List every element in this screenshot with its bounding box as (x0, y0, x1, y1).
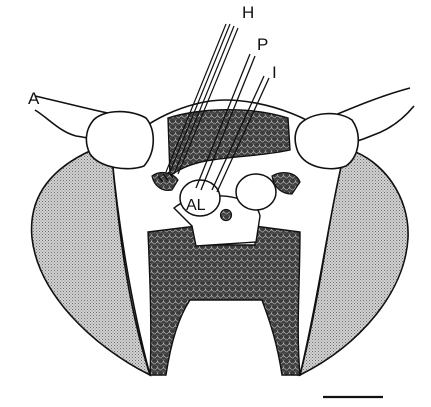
central-nucleus (221, 210, 232, 221)
right-lobe (236, 174, 276, 210)
right-joint (295, 114, 358, 169)
left-joint (86, 112, 153, 169)
label-a: A (28, 89, 40, 108)
label-i: I (272, 63, 277, 82)
label-p: P (257, 35, 268, 54)
label-h: H (242, 3, 254, 22)
lower-muscle-block (148, 226, 300, 375)
label-al: AL (186, 197, 206, 214)
